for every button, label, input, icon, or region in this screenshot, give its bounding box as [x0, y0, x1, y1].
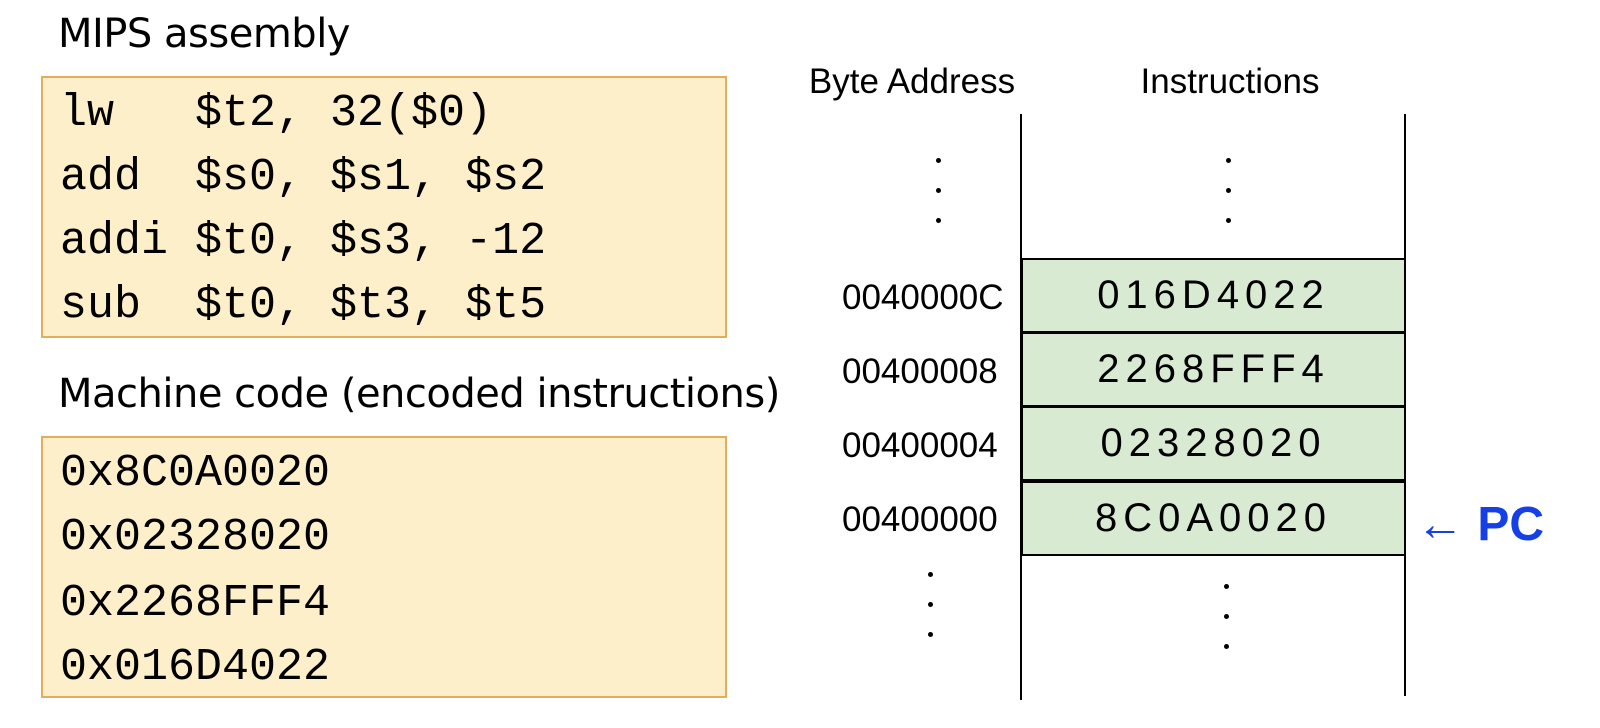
address-label: 0040000C — [842, 278, 1004, 317]
address-label: 00400000 — [842, 500, 998, 539]
memory-cell: 2268FFF4 — [1021, 332, 1406, 407]
assembly-line: sub $t0, $t3, $t5 — [60, 280, 547, 331]
assembly-code-box: lw $t2, 32($0) add $s0, $s1, $s2 addi $t… — [41, 76, 727, 338]
address-label: 00400008 — [842, 352, 998, 391]
instructions-header: Instructions — [1140, 62, 1320, 101]
byte-address-header: Byte Address — [808, 62, 1016, 101]
assembly-line: add $s0, $s1, $s2 — [60, 152, 547, 203]
assembly-line: lw $t2, 32($0) — [60, 88, 493, 139]
machine-code-line: 0x8C0A0020 — [60, 448, 331, 499]
program-counter-pointer: ← PC — [1416, 498, 1545, 551]
machine-code-line: 0x2268FFF4 — [60, 578, 331, 629]
machine-code-box: 0x8C0A0020 0x02328020 0x2268FFF4 0x016D4… — [41, 436, 727, 698]
machine-code-line: 0x016D4022 — [60, 642, 331, 693]
assembly-line: addi $t0, $s3, -12 — [60, 216, 547, 267]
memory-cell: 8C0A0020 — [1021, 481, 1406, 556]
machine-code-heading: Machine code (encoded instructions) — [58, 371, 780, 417]
memory-cell: 016D4022 — [1021, 258, 1406, 333]
address-label: 00400004 — [842, 426, 998, 465]
assembly-heading: MIPS assembly — [58, 11, 350, 57]
machine-code-line: 0x02328020 — [60, 512, 331, 563]
memory-cell: 02328020 — [1021, 406, 1406, 481]
